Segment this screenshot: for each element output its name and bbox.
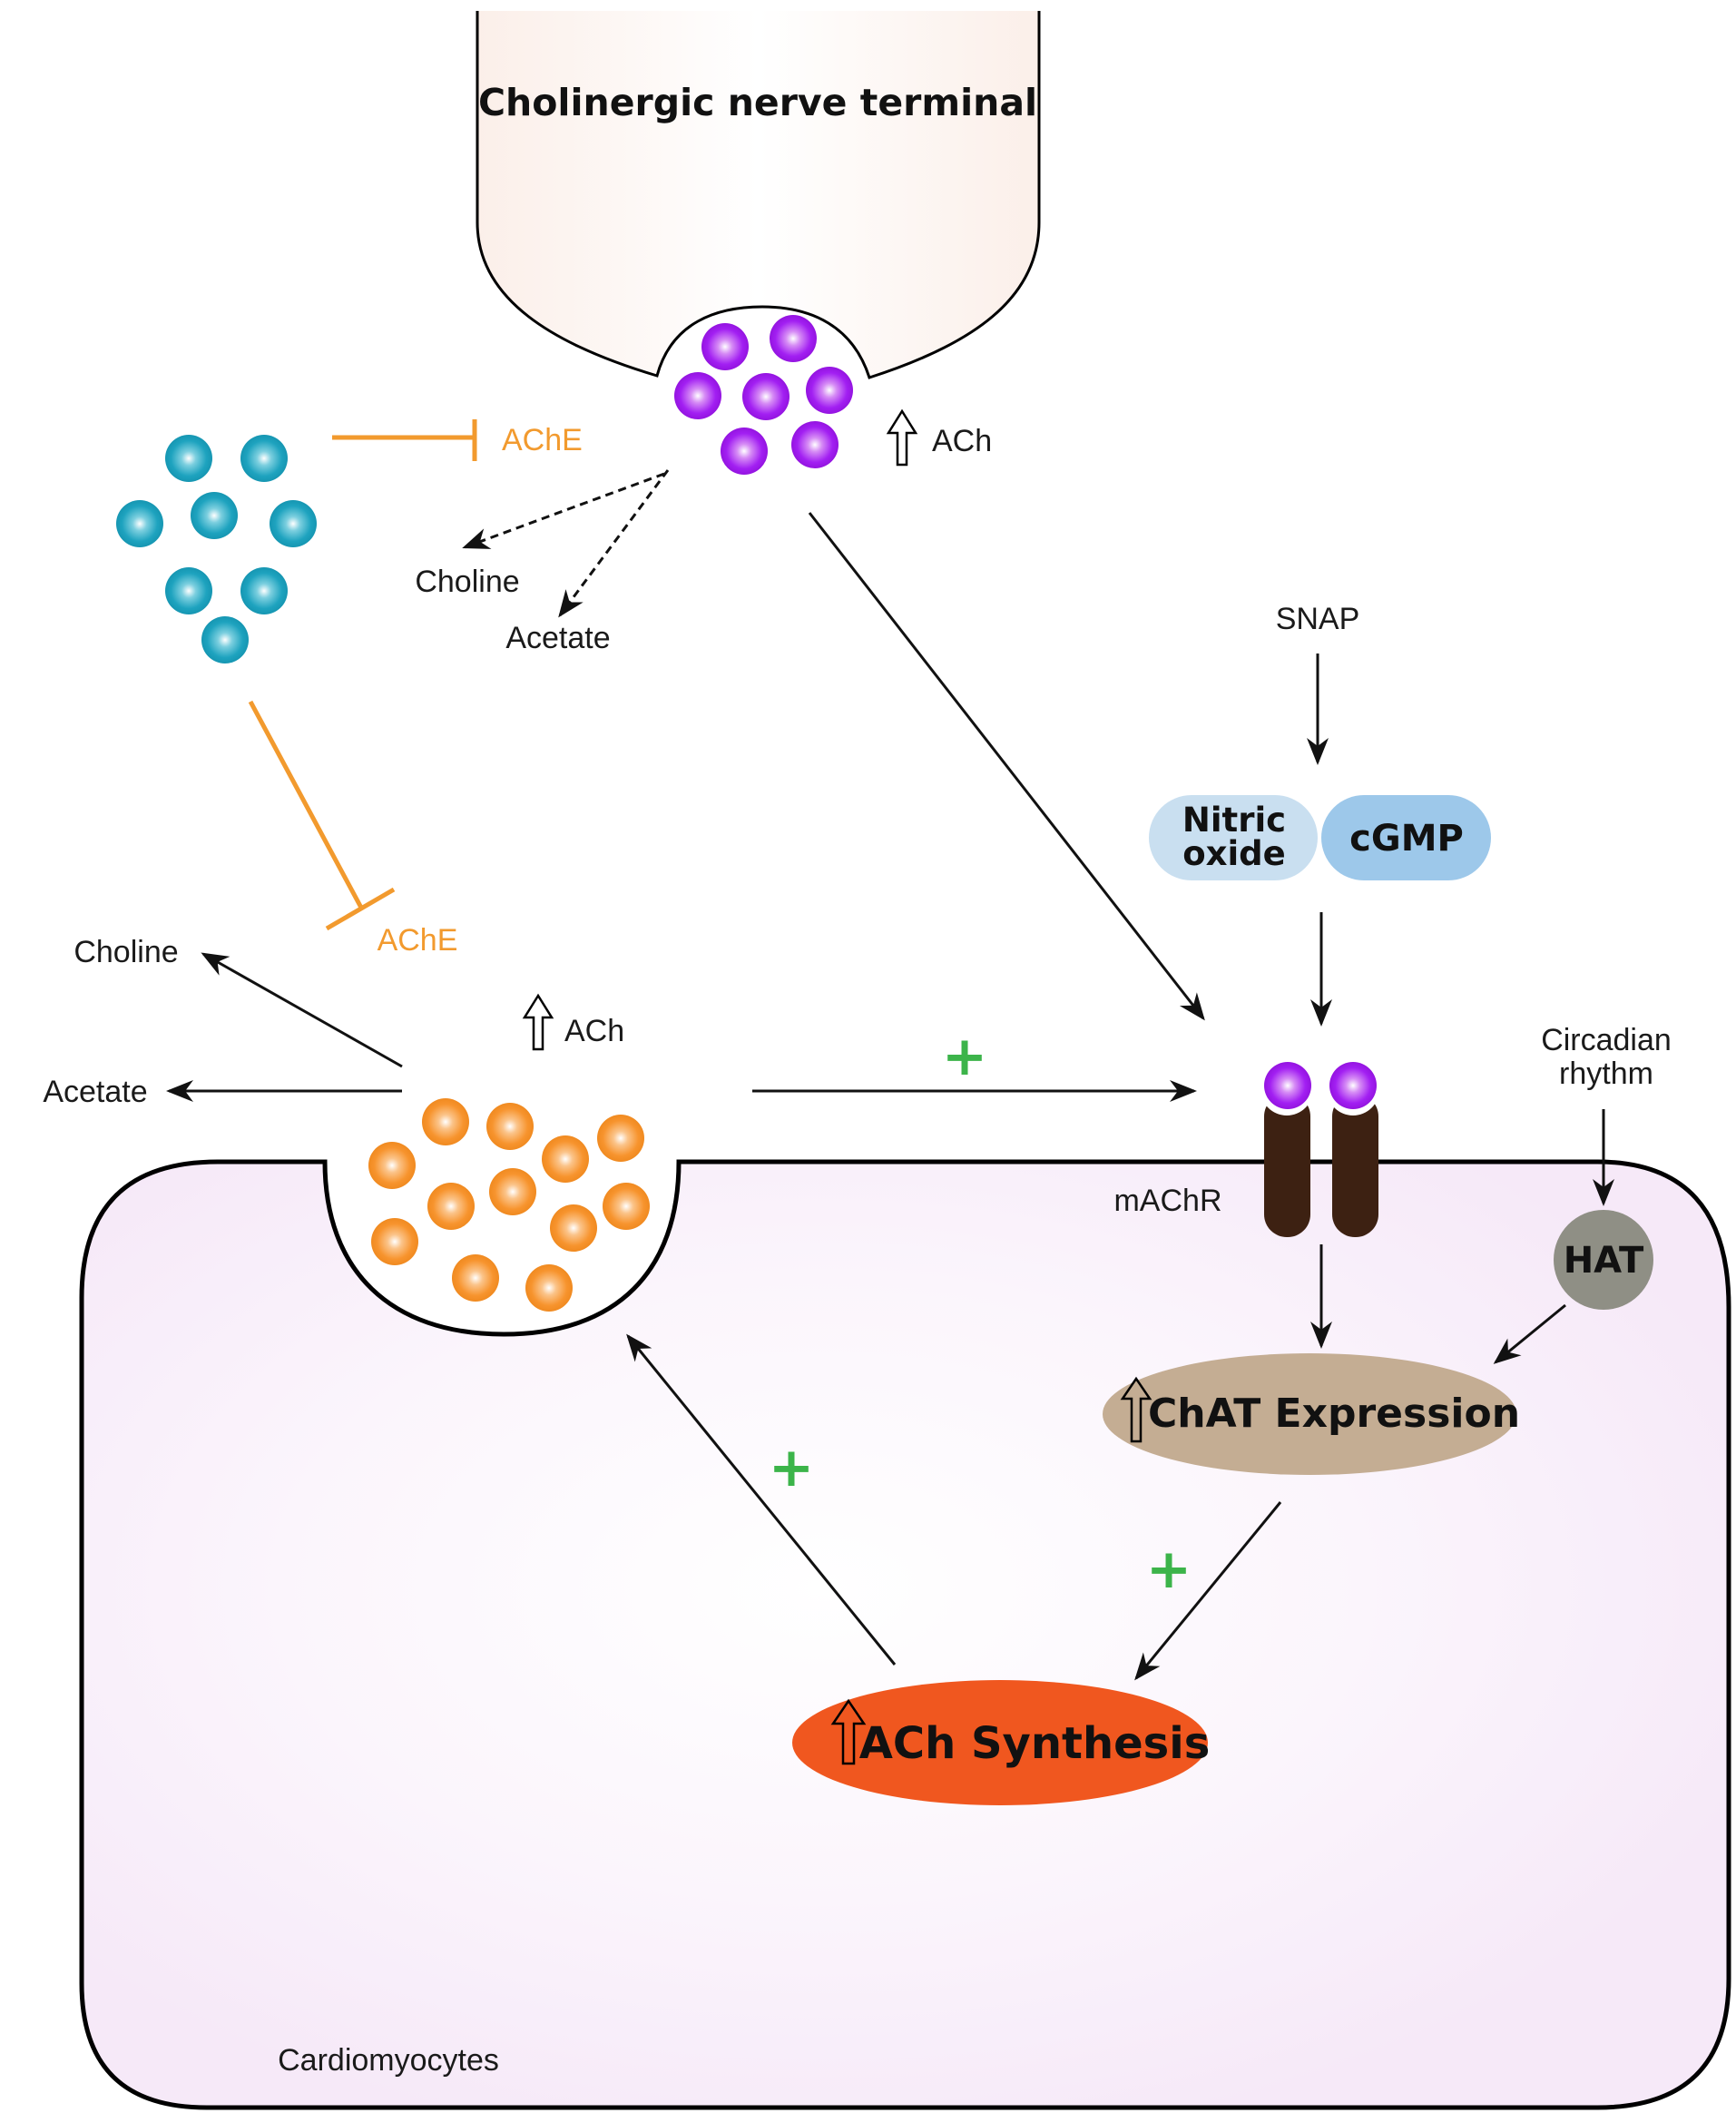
ach-vesicle-cluster-cardiomyocyte <box>368 1098 650 1312</box>
arrow-hat-to-chat <box>1493 1303 1566 1364</box>
nitric-oxide-line1: Nitric <box>1182 801 1286 840</box>
cell-membrane <box>79 1159 1731 2110</box>
inhibitor-vesicle <box>116 500 163 547</box>
cgmp-pill <box>1321 795 1491 880</box>
arrow-terminal-to-receptor <box>808 512 1205 1021</box>
ache-inhibition-top: AChE <box>332 419 583 461</box>
inhibitor-vesicle <box>240 567 288 614</box>
nerve-terminal-label: Cholinergic nerve terminal <box>478 81 1037 124</box>
chat-ellipse <box>1103 1353 1516 1475</box>
inhibitor-vesicle-cluster <box>116 435 317 663</box>
inhibition-line <box>248 700 364 909</box>
ach-vesicle <box>806 367 853 414</box>
ach-vesicle <box>486 1103 534 1150</box>
ache-label-top: AChE <box>502 423 583 457</box>
up-arrow-icon <box>830 1698 867 1765</box>
arrow-to-choline <box>201 952 403 1068</box>
ach-vesicle <box>770 315 817 362</box>
chat-expression-node: ChAT Expression <box>1103 1353 1520 1475</box>
ach-vesicle <box>371 1218 418 1265</box>
choline-label-bottom: Choline <box>74 935 178 969</box>
ache-inhibition-bottom: AChE <box>248 700 458 958</box>
up-arrow-icon <box>522 993 554 1051</box>
ach-breakdown-top: Choline Acetate <box>415 469 670 655</box>
ache-label-bottom: AChE <box>378 923 458 958</box>
inhibition-bar <box>325 887 396 931</box>
hat-node <box>1554 1210 1653 1310</box>
receptor-subunit <box>1264 1094 1310 1237</box>
circadian-pathway: Circadian rhythm HAT <box>1493 1023 1672 1364</box>
bound-ach <box>1329 1062 1377 1109</box>
ach-vesicle <box>597 1115 644 1162</box>
cgmp-label: cGMP <box>1349 818 1464 860</box>
inhibitor-vesicle <box>201 616 249 663</box>
nitric-oxide-line2: oxide <box>1182 834 1286 873</box>
up-arrow-icon <box>886 408 918 467</box>
bound-ach <box>1264 1062 1311 1109</box>
plus-sign-synthesis: + <box>769 1436 814 1499</box>
synthesis-label: ACh Synthesis <box>859 1718 1211 1769</box>
circadian-line1: Circadian <box>1541 1023 1672 1057</box>
ach-synthesis-node: ACh Synthesis <box>792 1680 1210 1805</box>
up-arrow-icon <box>1120 1376 1152 1443</box>
circadian-line2: rhythm <box>1559 1056 1653 1091</box>
snap-pathway: SNAP Nitric oxide cGMP <box>1149 602 1491 1027</box>
ach-vesicle <box>701 323 749 370</box>
ach-vesicle <box>542 1135 589 1183</box>
machr-receptor: mAChR <box>1113 1062 1379 1237</box>
nitric-oxide-pill <box>1149 795 1318 880</box>
choline-label-top: Choline <box>415 565 519 599</box>
arrow-synthesis-to-vesicles <box>626 1333 897 1666</box>
ach-vesicle <box>368 1142 416 1189</box>
receptor-label: mAChR <box>1113 1184 1221 1218</box>
ach-vesicle <box>550 1204 597 1252</box>
receptor-subunit <box>1332 1094 1378 1237</box>
cardiomyocyte-ach-label: ACh <box>564 1014 624 1048</box>
arrow-chat-to-synthesis <box>1134 1501 1282 1681</box>
snap-label: SNAP <box>1276 602 1360 636</box>
ach-vesicle-cluster-terminal <box>674 315 853 475</box>
dashed-arrow-choline <box>462 472 665 549</box>
inhibitor-vesicle <box>165 567 212 614</box>
ach-vesicle <box>452 1254 499 1302</box>
nerve-terminal-membrane <box>476 11 1041 379</box>
acetate-label-bottom: Acetate <box>43 1075 147 1109</box>
ach-breakdown-bottom: Choline Acetate ACh <box>43 935 624 1109</box>
acetate-label-top: Acetate <box>505 621 610 655</box>
inhibitor-vesicle <box>191 492 238 539</box>
ach-vesicle <box>791 421 839 468</box>
ach-vesicle <box>721 428 768 475</box>
inhibitor-vesicle <box>270 500 317 547</box>
cardiomyocyte-cell: Cardiomyocytes <box>79 1159 1731 2110</box>
ach-vesicle <box>742 373 790 420</box>
plus-sign-release: + <box>942 1025 987 1088</box>
terminal-ach-label: ACh <box>932 424 992 458</box>
ach-vesicle <box>603 1183 650 1230</box>
inhibitor-vesicle <box>240 435 288 482</box>
cell-label: Cardiomyocytes <box>278 2043 499 2078</box>
ach-vesicle <box>422 1098 469 1145</box>
ach-vesicle <box>674 372 721 419</box>
synthesis-ellipse <box>792 1680 1208 1805</box>
ach-vesicle <box>525 1264 573 1312</box>
plus-sign-chat: + <box>1146 1538 1192 1601</box>
chat-label: ChAT Expression <box>1148 1391 1520 1437</box>
ach-vesicle <box>489 1168 536 1215</box>
ach-vesicle <box>427 1183 475 1230</box>
hat-label: HAT <box>1564 1240 1644 1282</box>
inhibitor-vesicle <box>165 435 212 482</box>
nerve-terminal: Cholinergic nerve terminal ACh <box>476 11 1041 475</box>
dashed-arrow-acetate <box>558 469 670 618</box>
